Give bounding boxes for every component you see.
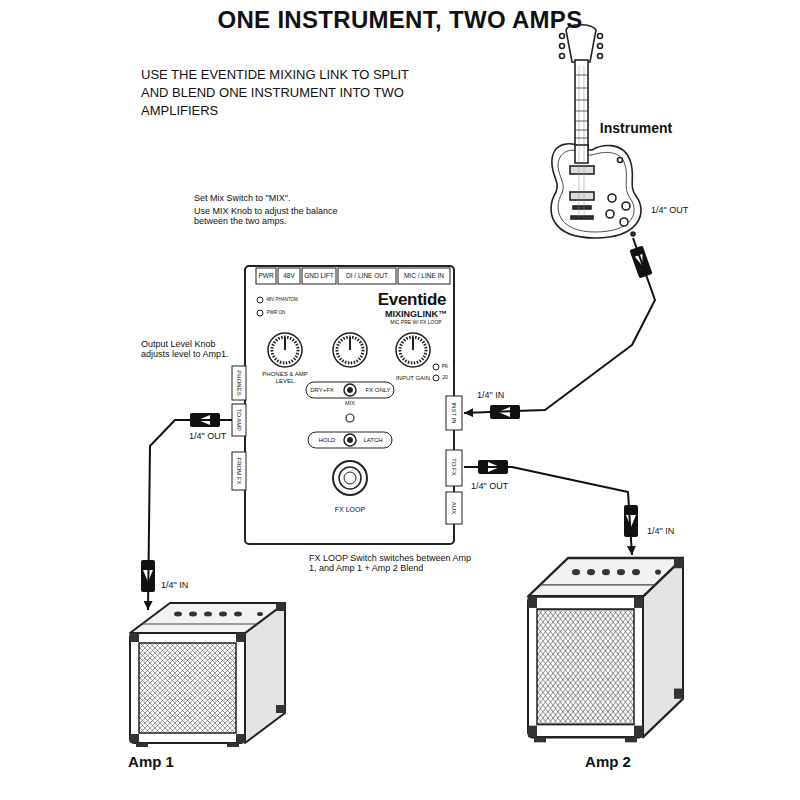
amplifier: Amp 1 (125, 610, 290, 775)
amp-label: Amp 2 (585, 753, 631, 770)
cable (464, 467, 632, 555)
amp-drawing (130, 603, 285, 747)
intro-text: USE THE EVENTIDE MIXING LINK TO SPLIT AN… (140, 66, 417, 120)
jack-label: INST IN (451, 402, 458, 423)
instrument: Instrument (540, 20, 690, 238)
instruction-note: Set Mix Switch to "MIX". (193, 193, 291, 203)
jack-label: PHONES (236, 370, 243, 395)
jack-label: MIC / LINE IN (404, 272, 444, 279)
amp-label: Amp 1 (128, 753, 174, 770)
jack-label: GND LIFT (304, 272, 334, 279)
jack-label: TO AMP (236, 409, 243, 432)
callout-note: Output Level Knob adjusts level to Amp1. (140, 339, 242, 360)
callout-note: FX LOOP Switch switches between Amp 1, a… (308, 553, 475, 574)
brand-logo: Eventide (378, 290, 446, 310)
indicator-label: PWR ON (267, 310, 286, 315)
indicator-label: PK (442, 364, 449, 370)
switch-label: DRY+FX (310, 387, 334, 394)
product-name: MIXINGLINK™ (385, 309, 447, 319)
instrument-label: Instrument (600, 120, 672, 136)
indicator-label: 48V PHANTOM (266, 297, 298, 302)
cable (464, 238, 655, 413)
cable-label: 1/4" IN (646, 526, 675, 536)
jack-label: TO FX (451, 458, 458, 476)
amplifier: Amp 2 (525, 555, 695, 775)
mixing-link-pedal: PWR 48V GND LIFT DI / LINE OUT MIC / LINE IN… (232, 266, 464, 546)
product-subtitle: MIC PRE W/ FX LOOP (390, 320, 441, 326)
cable (148, 420, 232, 610)
jack-label: 48V (283, 272, 295, 279)
amp-drawing (528, 558, 683, 742)
switch-label: MIX (345, 400, 355, 406)
cable-label: 1/4" OUT (188, 431, 227, 441)
diagram-title: ONE INSTRUMENT, TWO AMPS (0, 6, 800, 34)
footswitch-label: FX LOOP (335, 506, 365, 514)
switch-label: FX ONLY (365, 387, 390, 394)
cable-label: 1/4" IN (160, 580, 189, 590)
jack-label: AUX (451, 502, 458, 514)
cable-label: 1/4" OUT (650, 205, 689, 215)
knob-label: PHONES & AMP LEVEL (261, 371, 309, 384)
indicator-label: 20 (442, 375, 448, 381)
knob-label: INPUT GAIN (393, 375, 433, 382)
jack-label: DI / LINE OUT (346, 272, 388, 279)
jack-label: PWR (258, 272, 273, 279)
jack-label: FROM FX (236, 458, 243, 485)
cable-label: 1/4" OUT (470, 481, 509, 491)
pedal-drawing (232, 266, 462, 544)
switch-label: HOLD (319, 437, 336, 444)
instruction-note: Use MIX Knob to adjust the balance betwe… (193, 206, 355, 227)
cable-label: 1/4" IN (476, 390, 505, 400)
cable-plugs (141, 246, 653, 592)
switch-label: LATCH (363, 437, 382, 444)
